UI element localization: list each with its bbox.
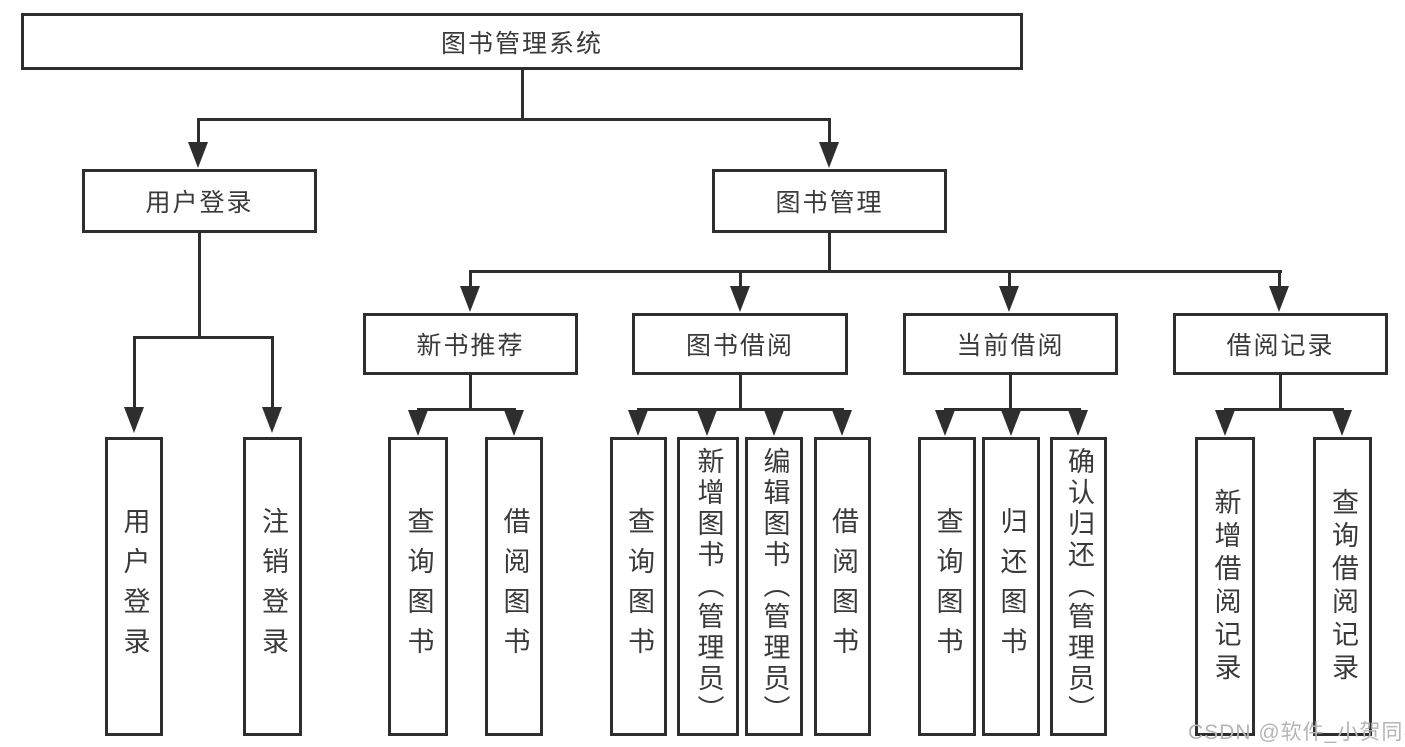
connector-line <box>828 233 831 273</box>
arrowhead-down <box>1269 286 1289 312</box>
connector-line <box>1278 270 1281 288</box>
arrowhead-down <box>1332 410 1352 436</box>
leaf-user-login: 用户登录 <box>105 437 163 736</box>
node-borrow-records: 借阅记录 <box>1173 313 1388 375</box>
arrowhead-down <box>1068 410 1088 436</box>
leaf-nbr-borrow-book-label: 借阅图书 <box>499 506 530 667</box>
arrowhead-down <box>124 407 144 433</box>
node-current-borrow-label: 当前借阅 <box>956 332 1065 360</box>
arrowhead-down <box>819 142 839 168</box>
arrowhead-down <box>408 410 428 436</box>
connector-line <box>133 336 274 339</box>
arrowhead-down <box>1215 410 1235 436</box>
arrowhead-down <box>999 286 1019 312</box>
leaf-nbr-query-book-label: 查询图书 <box>403 506 434 667</box>
leaf-br-query-record: 查询借阅记录 <box>1313 437 1372 736</box>
node-user-login-label: 用户登录 <box>145 189 254 217</box>
connector-line <box>739 375 742 411</box>
leaf-bb-borrow-book-label: 借阅图书 <box>828 506 858 667</box>
connector-line <box>944 408 1081 411</box>
arrowhead-down <box>188 142 208 168</box>
arrowhead-down <box>764 410 784 436</box>
node-new-book-recommend: 新书推荐 <box>363 313 578 375</box>
leaf-nbr-query-book: 查询图书 <box>388 437 448 736</box>
leaf-cb-return-book-label: 归还图书 <box>996 506 1027 667</box>
connector-line <box>1008 270 1011 288</box>
node-book-management-label: 图书管理 <box>775 189 884 217</box>
connector-line <box>828 118 831 144</box>
leaf-br-add-record: 新增借阅记录 <box>1195 437 1255 736</box>
connector-line <box>469 375 472 411</box>
leaf-cb-confirm-return-admin-label: 确认归还（管理员） <box>1064 447 1094 726</box>
node-book-borrow: 图书借阅 <box>632 313 848 375</box>
connector-line <box>469 270 1282 273</box>
connector-line <box>1224 408 1344 411</box>
leaf-nbr-borrow-book: 借阅图书 <box>485 437 543 736</box>
node-root: 图书管理系统 <box>21 13 1023 70</box>
connector-line <box>198 233 201 339</box>
leaf-br-add-record-label: 新增借阅记录 <box>1210 487 1241 686</box>
leaf-cb-confirm-return-admin: 确认归还（管理员） <box>1050 437 1107 736</box>
connector-line <box>1009 375 1012 411</box>
leaf-cb-query-book: 查询图书 <box>918 437 976 736</box>
arrowhead-down <box>730 286 750 312</box>
connector-line <box>197 118 200 144</box>
arrowhead-down <box>697 410 717 436</box>
connector-line <box>417 408 516 411</box>
node-book-management: 图书管理 <box>712 169 947 233</box>
connector-line <box>197 118 831 121</box>
watermark: CSDN @软件_小贺同学 <box>1188 721 1405 744</box>
connector-line <box>1279 375 1282 411</box>
leaf-user-login-label: 用户登录 <box>119 506 150 667</box>
arrowhead-down <box>504 410 524 436</box>
leaf-bb-add-book-admin: 新增图书（管理员） <box>677 437 739 736</box>
node-borrow-records-label: 借阅记录 <box>1226 332 1335 360</box>
leaf-logout: 注销登录 <box>243 437 302 736</box>
connector-line <box>133 336 136 410</box>
arrowhead-down <box>262 407 282 433</box>
leaf-bb-edit-book-admin-label: 编辑图书（管理员） <box>759 447 790 726</box>
node-root-label: 图书管理系统 <box>440 29 603 58</box>
leaf-cb-query-book-label: 查询图书 <box>932 506 963 667</box>
arrowhead-down <box>628 410 648 436</box>
leaf-bb-query-book-label: 查询图书 <box>624 506 654 667</box>
connector-line <box>521 69 524 121</box>
connector-line <box>739 270 742 288</box>
leaf-logout-label: 注销登录 <box>258 506 288 667</box>
node-current-borrow: 当前借阅 <box>903 313 1118 375</box>
connector-line <box>637 408 844 411</box>
leaf-bb-borrow-book: 借阅图书 <box>814 437 871 736</box>
arrowhead-down <box>460 286 480 312</box>
arrowhead-down <box>935 410 955 436</box>
leaf-bb-query-book: 查询图书 <box>610 437 667 736</box>
node-user-login: 用户登录 <box>82 169 317 233</box>
arrowhead-down <box>1001 410 1021 436</box>
arrowhead-down <box>832 410 852 436</box>
connector-line <box>469 270 472 288</box>
leaf-bb-edit-book-admin: 编辑图书（管理员） <box>745 437 803 736</box>
node-new-book-recommend-label: 新书推荐 <box>416 332 525 360</box>
leaf-cb-return-book: 归还图书 <box>982 437 1040 736</box>
leaf-bb-add-book-admin-label: 新增图书（管理员） <box>693 447 724 726</box>
connector-line <box>271 336 274 410</box>
leaf-br-query-record-label: 查询借阅记录 <box>1328 487 1358 686</box>
node-book-borrow-label: 图书借阅 <box>685 332 794 360</box>
